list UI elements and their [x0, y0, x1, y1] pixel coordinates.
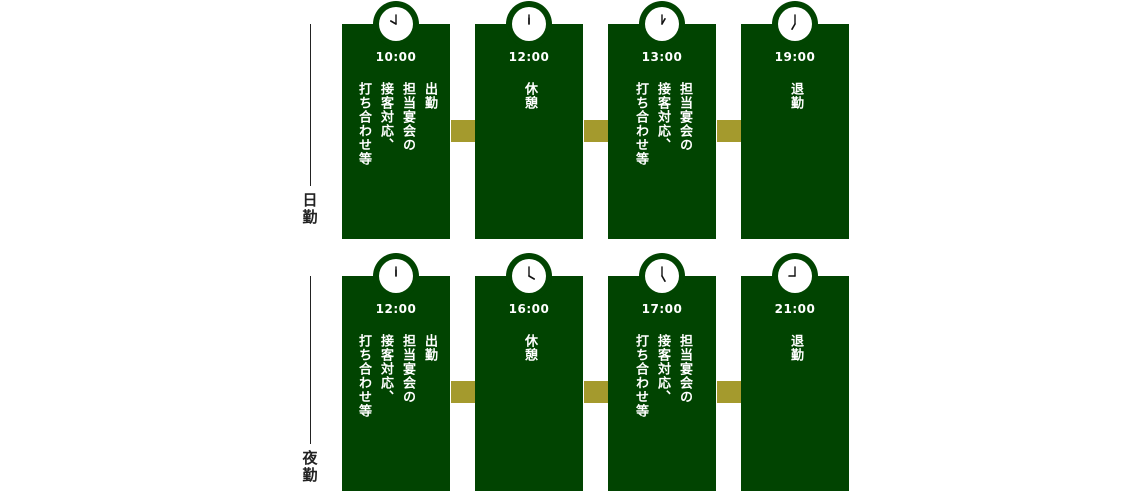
schedule-card: 12:00 休憩	[475, 1, 583, 239]
clock-hands	[395, 266, 397, 277]
hour-hand	[661, 18, 666, 25]
step-time: 10:00	[375, 50, 417, 64]
clock-icon	[506, 253, 552, 299]
clock-face	[379, 259, 413, 293]
schedule-card: 16:00 休憩	[475, 253, 583, 491]
step-connector	[584, 381, 608, 403]
step-description: 退勤	[788, 82, 803, 110]
schedule-card: 21:00 退勤	[741, 253, 849, 491]
step-time: 12:00	[375, 302, 417, 316]
step-time: 21:00	[774, 302, 816, 316]
step-time: 12:00	[508, 50, 550, 64]
shift-label-night: 夜勤	[296, 276, 324, 484]
step-description: 担当宴会の 接客対応、 打ち合わせ等	[633, 334, 692, 418]
clock-face	[645, 7, 679, 41]
clock-hands	[791, 14, 796, 30]
clock-hands	[788, 266, 796, 277]
schedule-card: 19:00 退勤	[741, 1, 849, 239]
schedule-card: 13:00 担当宴会の 接客対応、 打ち合わせ等	[608, 1, 716, 239]
step-description: 休憩	[522, 82, 537, 110]
clock-face	[379, 7, 413, 41]
clock-icon	[639, 1, 685, 47]
clock-face	[512, 259, 546, 293]
step-connector	[717, 120, 741, 142]
step-description: 休憩	[522, 334, 537, 362]
clock-icon	[373, 1, 419, 47]
schedule-row-day: 10:00 出勤 担当宴会の 接客対応、 打ち合わせ等 12:00 休憩 13:…	[342, 1, 851, 239]
clock-icon	[639, 253, 685, 299]
step-time: 19:00	[774, 50, 816, 64]
clock-icon	[772, 1, 818, 47]
clock-icon	[506, 1, 552, 47]
step-description: 担当宴会の 接客対応、 打ち合わせ等	[633, 82, 692, 166]
schedule-row-night: 12:00 出勤 担当宴会の 接客対応、 打ち合わせ等 16:00 休憩 17:…	[342, 253, 851, 491]
shift-name-day: 日勤	[300, 192, 319, 226]
clock-hands	[528, 266, 535, 280]
step-connector	[451, 120, 475, 142]
step-description: 出勤 担当宴会の 接客対応、 打ち合わせ等	[356, 82, 437, 166]
schedule-card: 12:00 出勤 担当宴会の 接客対応、 打ち合わせ等	[342, 253, 450, 491]
clock-face	[512, 7, 546, 41]
clock-face	[778, 259, 812, 293]
step-connector	[451, 381, 475, 403]
clock-hands	[390, 14, 397, 25]
step-description: 出勤 担当宴会の 接客対応、 打ち合わせ等	[356, 334, 437, 418]
step-time: 13:00	[641, 50, 683, 64]
hour-hand	[791, 23, 796, 30]
clock-icon	[373, 253, 419, 299]
step-connector	[717, 381, 741, 403]
step-time: 16:00	[508, 302, 550, 316]
clock-icon	[772, 253, 818, 299]
schedule-card: 10:00 出勤 担当宴会の 接客対応、 打ち合わせ等	[342, 1, 450, 239]
hour-hand	[528, 275, 535, 280]
clock-hands	[528, 14, 530, 25]
shift-name-night: 夜勤	[300, 450, 319, 484]
side-divider-line	[309, 276, 311, 444]
step-connector	[584, 120, 608, 142]
step-time: 17:00	[641, 302, 683, 316]
hour-hand	[661, 275, 666, 282]
side-divider-line	[309, 24, 311, 186]
clock-hands	[661, 14, 666, 25]
schedule-card: 17:00 担当宴会の 接客対応、 打ち合わせ等	[608, 253, 716, 491]
hour-hand	[390, 20, 397, 25]
shift-label-day: 日勤	[296, 24, 324, 226]
clock-face	[778, 7, 812, 41]
clock-hands	[661, 266, 666, 282]
clock-face	[645, 259, 679, 293]
step-description: 退勤	[788, 334, 803, 362]
